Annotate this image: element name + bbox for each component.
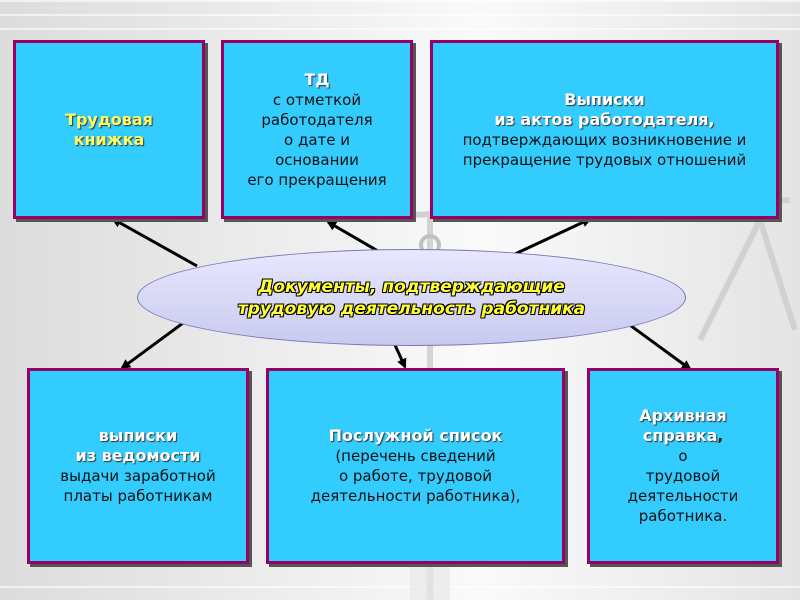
- service-record-box: Послужной список (перечень сведений о ра…: [266, 368, 565, 564]
- center-title-line2: трудовую деятельность работника: [237, 298, 586, 319]
- td-line3: работодателя: [261, 110, 373, 129]
- labor-book-line1: Трудовая: [65, 109, 153, 129]
- td-line1: ТД: [304, 69, 330, 89]
- payroll-extracts-box: выписки из ведомости выдачи заработной п…: [27, 368, 249, 564]
- payroll-extracts-line3: выдачи заработной: [60, 467, 216, 485]
- td-box: ТД с отметкой работодателя о дате и осно…: [221, 40, 413, 219]
- td-line2: с отметкой: [272, 90, 362, 109]
- archive-certificate-line3: о: [678, 447, 688, 465]
- archive-certificate-line6: работника.: [638, 507, 728, 525]
- archive-certificate-line2-word: справка: [642, 426, 718, 445]
- archive-certificate-line2-comma: ,: [717, 427, 724, 445]
- archive-certificate-line2: справка,: [643, 426, 723, 446]
- employer-extracts-line4: прекращение трудовых отношений: [462, 150, 747, 169]
- service-record-line3: о работе, трудовой: [338, 467, 493, 485]
- archive-certificate-line4: трудовой: [645, 467, 721, 485]
- employer-extracts-line1: Выписки: [564, 89, 645, 109]
- center-ellipse: Документы, подтверждающие трудовую деяте…: [137, 249, 686, 346]
- payroll-extracts-line4: платы работникам: [63, 487, 213, 505]
- service-record-line1: Послужной список: [328, 426, 503, 445]
- arrow-to-employer-extracts: [514, 217, 592, 256]
- arrow-to-labor-book: [111, 217, 198, 268]
- labor-book-line2: книжка: [73, 129, 145, 149]
- payroll-extracts-line1: выписки: [98, 426, 178, 445]
- td-line4: о дате и: [284, 130, 350, 149]
- employer-extracts-line3: подтверждающих возникновение и: [462, 130, 747, 149]
- payroll-extracts-line2: из ведомости: [75, 446, 201, 465]
- archive-certificate-line5: деятельности: [627, 487, 739, 505]
- labor-book-box: Трудовая книжка: [13, 40, 205, 219]
- archive-certificate-line1: Архивная: [639, 406, 727, 425]
- service-record-line4: деятельности работника),: [310, 487, 521, 505]
- center-title-line1: Документы, подтверждающие: [258, 276, 565, 297]
- td-line6: его прекращения: [247, 170, 387, 189]
- service-record-line2: (перечень сведений: [335, 447, 496, 465]
- td-line5: основании: [275, 150, 359, 169]
- employer-extracts-line2: из актов работодателя,: [494, 109, 715, 129]
- archive-certificate-box: Архивная справка, о трудовой деятельност…: [587, 368, 779, 564]
- employer-extracts-box: Выписки из актов работодателя, подтвержд…: [430, 40, 779, 219]
